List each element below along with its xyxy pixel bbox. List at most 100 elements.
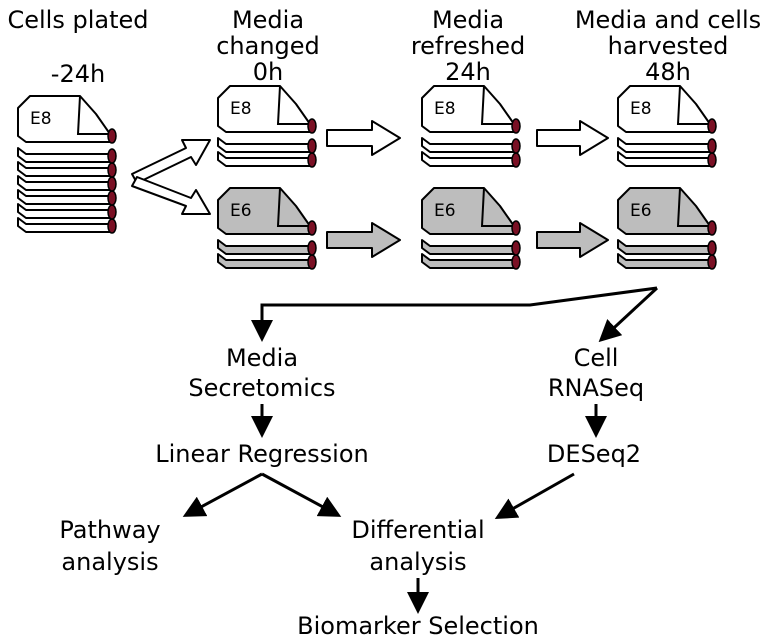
flask-medium-label: E6 xyxy=(230,201,252,221)
node-differential-analysis: Differential analysis xyxy=(351,516,484,576)
node-biomarker-selection: Biomarker Selection xyxy=(297,612,539,640)
flask-cap xyxy=(107,148,117,164)
flask-layer xyxy=(17,217,117,234)
timeline-header-col1: Media changed 0h xyxy=(216,6,320,86)
flask-layer xyxy=(17,203,117,220)
flask-layer xyxy=(17,189,117,206)
header-changed-line2: changed xyxy=(216,32,320,60)
branch-to-media xyxy=(251,286,658,342)
flask-layer xyxy=(421,85,521,134)
flask-layer xyxy=(217,151,317,168)
flask-layer xyxy=(17,147,117,164)
flask-medium-label: E8 xyxy=(230,99,252,119)
flask-cap xyxy=(307,118,317,134)
split-arrow-up xyxy=(131,139,211,184)
flask-layer xyxy=(617,253,717,270)
differential-line1: Differential xyxy=(351,516,484,544)
node-linear-regression: Linear Regression xyxy=(155,440,369,468)
flask-stack-e8-24h: E8 xyxy=(421,85,521,168)
timeline-header-col2: Media refreshed 24h xyxy=(411,6,525,86)
flask-cap xyxy=(511,254,521,270)
flask-cap xyxy=(707,118,717,134)
flask-cap xyxy=(511,152,521,168)
header-media-line1-b: Media xyxy=(432,6,504,34)
flask-cap xyxy=(107,176,117,192)
flask-cap xyxy=(707,152,717,168)
flask-cap xyxy=(707,254,717,270)
flask-medium-label: E6 xyxy=(434,201,456,221)
flask-cap xyxy=(107,204,117,220)
flask-cap xyxy=(511,118,521,134)
flask-layer xyxy=(421,151,521,168)
flask-cap xyxy=(107,162,117,178)
node-cell-rnaseq: Cell RNASeq xyxy=(548,344,644,402)
flask-layer xyxy=(421,253,521,270)
header-media-line1: Media xyxy=(232,6,304,34)
flask-cap xyxy=(707,220,717,236)
branch-to-cell xyxy=(598,286,659,343)
flask-medium-label: E8 xyxy=(630,99,652,119)
flask-layer xyxy=(421,239,521,256)
flask-layer xyxy=(217,239,317,256)
flask-cap xyxy=(307,138,317,154)
flask-cap xyxy=(511,220,521,236)
pathway-line2: analysis xyxy=(61,548,158,576)
flask-medium-label: E8 xyxy=(30,109,52,129)
flask-layer xyxy=(421,137,521,154)
flask-layer xyxy=(217,187,317,236)
flask-cap xyxy=(307,220,317,236)
node-pathway-analysis: Pathway analysis xyxy=(59,516,160,576)
time-24h: 24h xyxy=(445,58,491,86)
flask-stack-e8-48h: E8 xyxy=(617,85,717,168)
flask-cap xyxy=(511,240,521,256)
timeline-header-col3: Media and cells harvested 48h xyxy=(575,6,761,86)
media-secretomics-line1: Media xyxy=(226,344,298,372)
arrow-e8-24h-48h xyxy=(536,120,609,156)
differential-line2: analysis xyxy=(369,548,466,576)
flask-cap xyxy=(707,240,717,256)
flask-cap xyxy=(107,190,117,206)
harvest-branch-connector xyxy=(251,286,659,343)
time-minus-24h: -24h xyxy=(51,60,105,88)
arrow-deseq2-to-differential xyxy=(494,472,575,519)
arrow-e8-0h-24h xyxy=(326,120,401,156)
pathway-line1: Pathway xyxy=(59,516,160,544)
media-secretomics-line2: Secretomics xyxy=(188,374,335,402)
time-48h: 48h xyxy=(645,58,691,86)
header-refreshed-line2: refreshed xyxy=(411,32,525,60)
node-media-secretomics: Media Secretomics xyxy=(188,344,335,402)
flask-cap xyxy=(307,152,317,168)
header-media-and-cells: Media and cells xyxy=(575,6,761,34)
flask-cap xyxy=(707,138,717,154)
block-arrows xyxy=(326,120,609,258)
flask-stack-initial-e8: E8 xyxy=(17,95,117,234)
flask-layer xyxy=(421,187,521,236)
flask-layer xyxy=(17,95,117,144)
arrow-regression-to-differential xyxy=(261,472,342,517)
split-arrow-down xyxy=(131,176,211,215)
timeline-header-col0: Cells plated -24h xyxy=(7,6,148,88)
flask-layer xyxy=(17,175,117,192)
flask-cap xyxy=(107,128,117,144)
flask-layer xyxy=(217,137,317,154)
flask-layer xyxy=(617,151,717,168)
flask-layer xyxy=(217,253,317,270)
flask-layer xyxy=(617,85,717,134)
flask-layer xyxy=(617,187,717,236)
flask-medium-label: E6 xyxy=(630,201,652,221)
header-cells-plated: Cells plated xyxy=(7,6,148,34)
flask-medium-label: E8 xyxy=(434,99,456,119)
header-harvested: harvested xyxy=(608,32,729,60)
flask-layer xyxy=(17,161,117,178)
flask-cap xyxy=(107,218,117,234)
arrow-regression-to-pathway xyxy=(182,472,263,517)
flask-stack-e6-48h: E6 xyxy=(617,187,717,270)
flask-layer xyxy=(617,137,717,154)
flask-layer xyxy=(617,239,717,256)
node-deseq2: DESeq2 xyxy=(547,440,641,468)
cell-rnaseq-line2: RNASeq xyxy=(548,374,644,402)
arrow-e6-24h-48h xyxy=(536,222,609,258)
flask-cap xyxy=(307,254,317,270)
time-0h: 0h xyxy=(253,58,283,86)
